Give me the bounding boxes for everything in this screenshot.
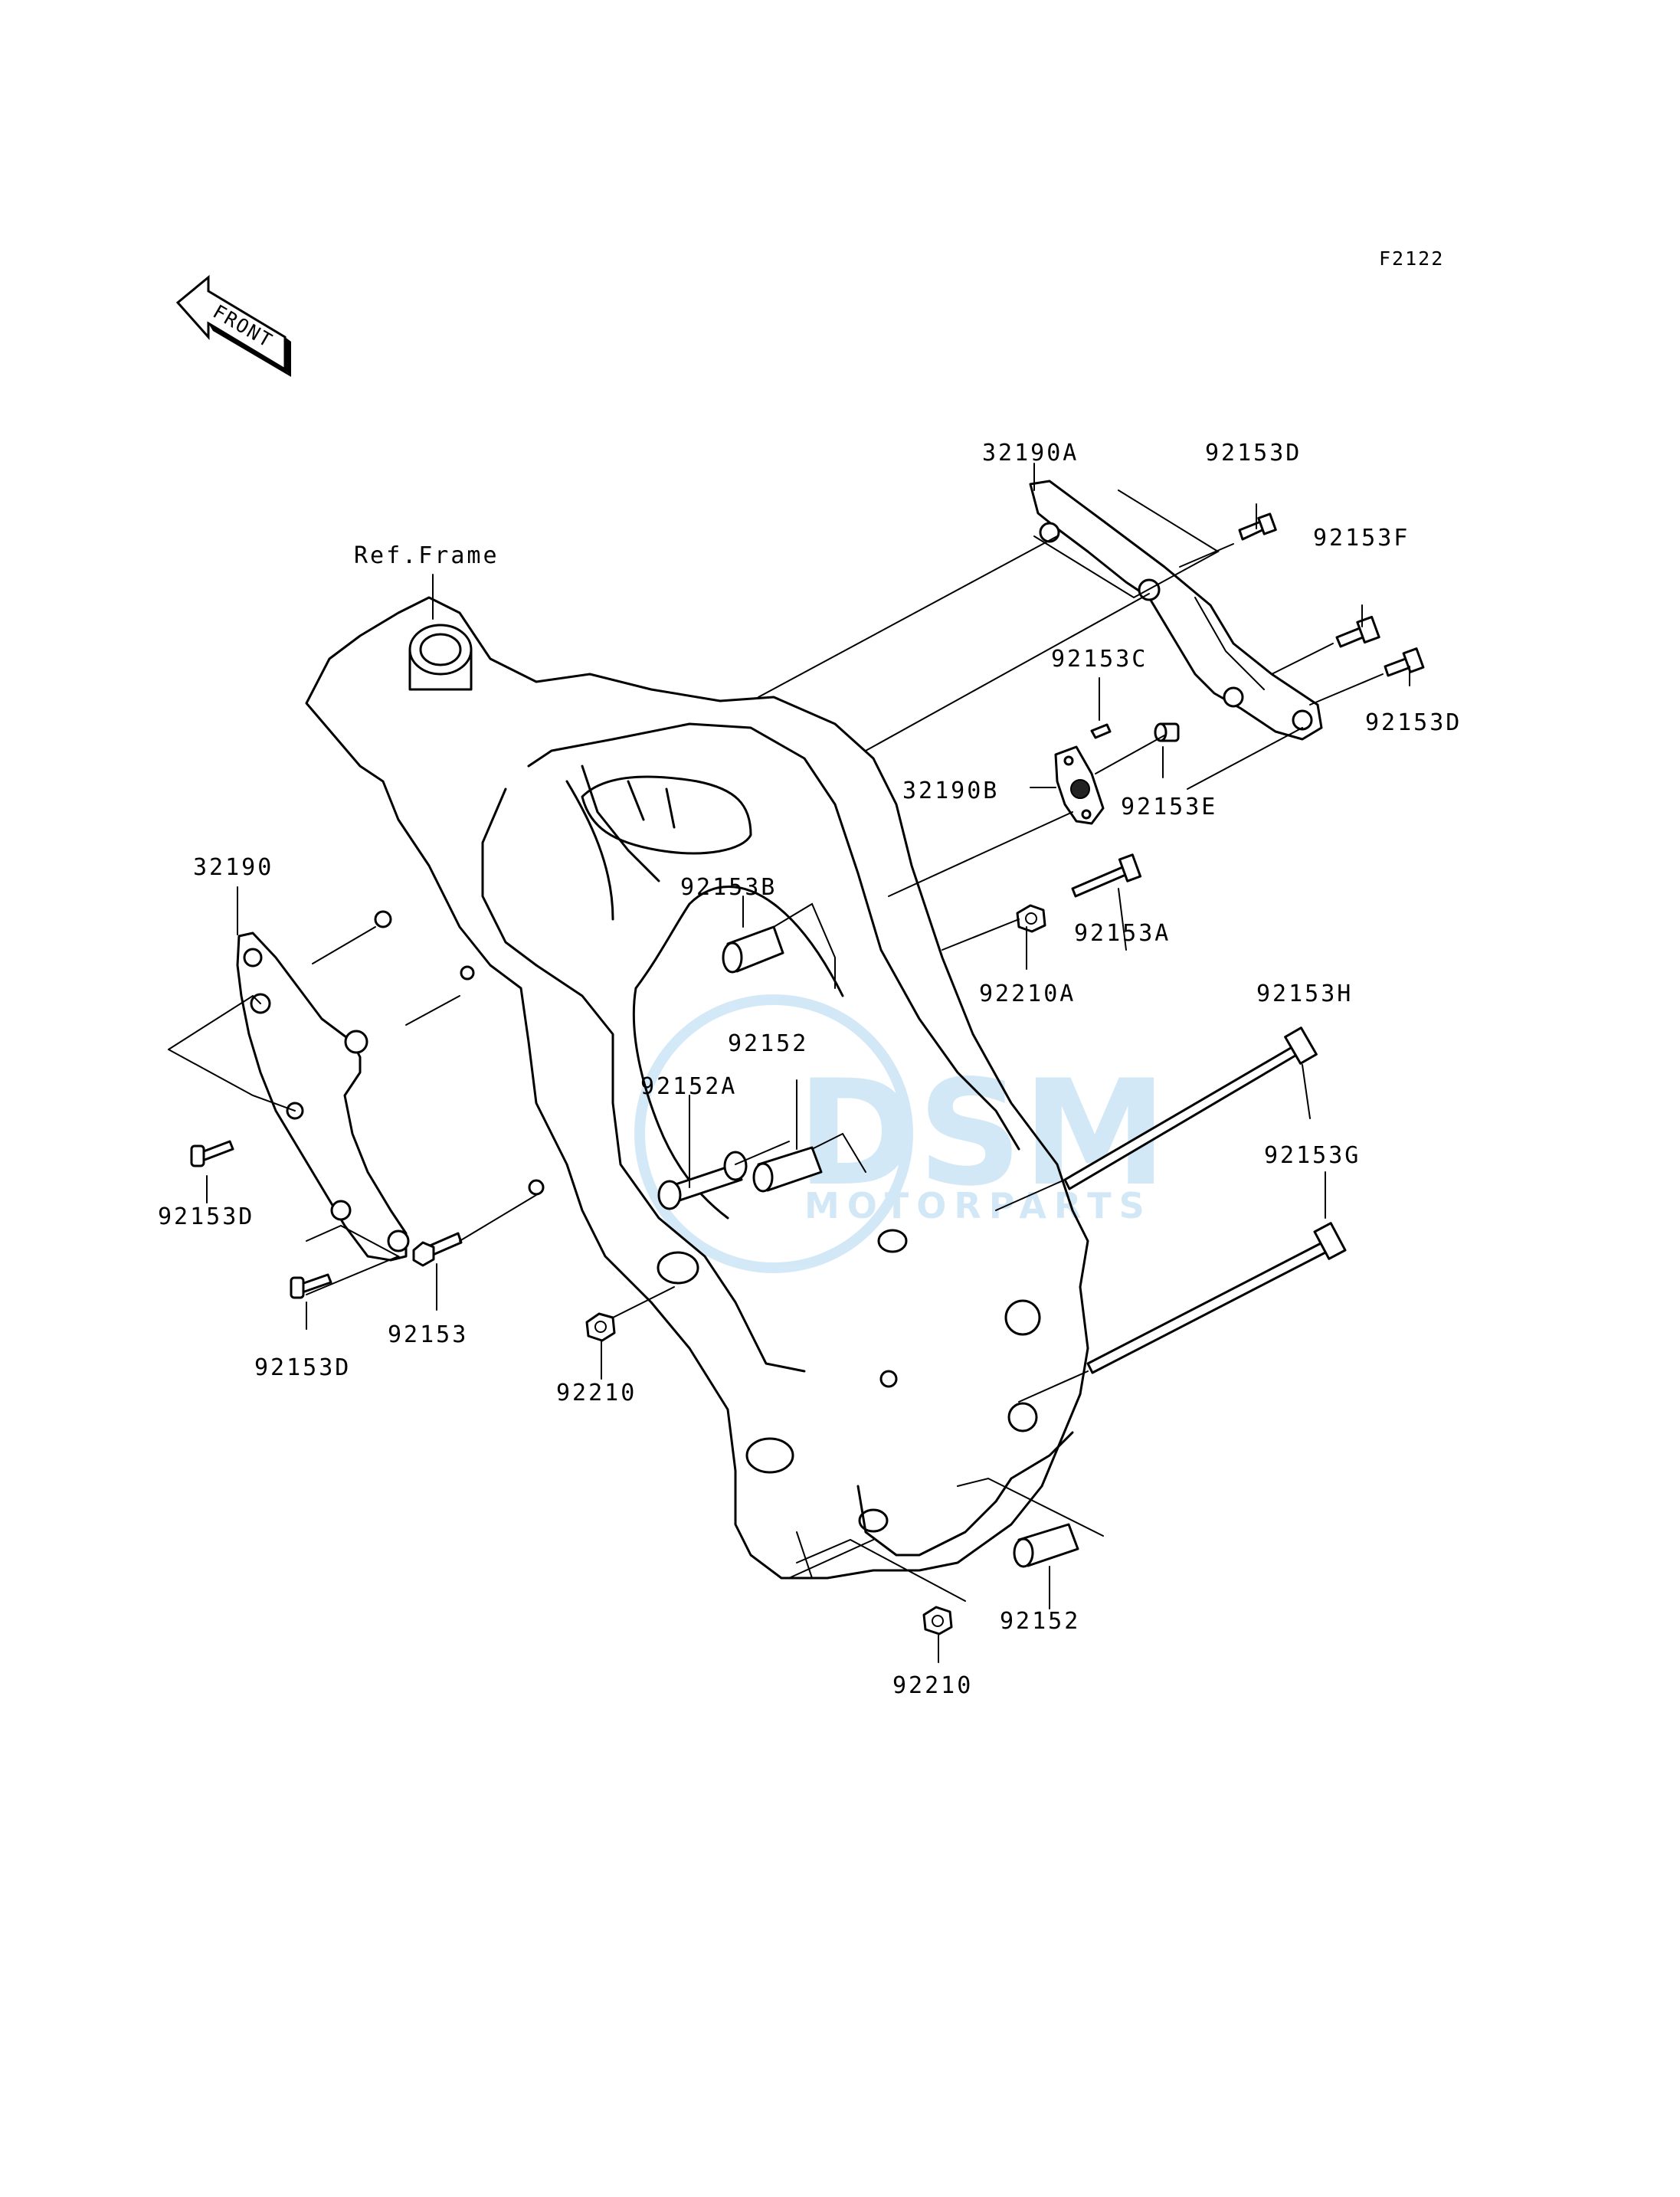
part-label-92153B: 92153B (680, 874, 777, 901)
leader-lines (168, 463, 1410, 1663)
ref-frame-label: Ref.Frame (354, 542, 499, 569)
part-label-92153: 92153 (388, 1321, 468, 1348)
bracket-32190B (1054, 745, 1105, 825)
part-label-92153H: 92153H (1256, 981, 1353, 1007)
part-label-92152: 92152 (728, 1030, 808, 1057)
part-labels: 32190A 92153D 92153F 92153C 92153D 32190… (158, 440, 1462, 1699)
part-label-92153D-lower: 92153D (254, 1354, 351, 1381)
bolts (190, 512, 1425, 1635)
part-label-92210: 92210 (556, 1380, 637, 1406)
front-arrow-icon: FRONT (175, 274, 291, 377)
part-label-92153D-left: 92153D (158, 1203, 254, 1230)
part-label-92152-lower: 92152 (1000, 1608, 1080, 1635)
part-label-32190: 32190 (193, 854, 273, 881)
watermark-sub: MOTORPARTS (804, 1185, 1152, 1226)
diagram-code: F2122 (1379, 247, 1444, 270)
part-label-92153D-right: 92153D (1365, 709, 1462, 736)
part-label-92153D-top: 92153D (1205, 440, 1302, 467)
part-label-92210A: 92210A (979, 981, 1076, 1007)
watermark: DSM MOTORPARTS (634, 994, 1167, 1273)
part-label-92153F: 92153F (1313, 525, 1410, 552)
part-label-92153G: 92153G (1264, 1142, 1361, 1169)
watermark-brand: DSM (797, 1049, 1167, 1218)
part-label-32190A: 32190A (982, 440, 1079, 467)
frame (305, 596, 1089, 1580)
part-label-32190B: 32190B (902, 778, 999, 804)
part-label-92153E: 92153E (1121, 794, 1217, 820)
bracket-32190A (1029, 480, 1323, 741)
part-label-92152A: 92152A (640, 1073, 737, 1100)
part-label-92153C: 92153C (1051, 646, 1148, 673)
part-label-92210-lower: 92210 (892, 1672, 973, 1699)
part-label-92153A: 92153A (1074, 920, 1171, 947)
bracket-32190 (236, 932, 410, 1262)
